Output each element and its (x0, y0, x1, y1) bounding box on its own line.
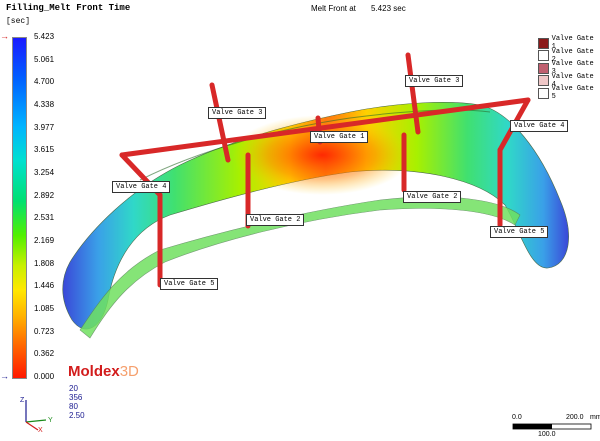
legend-swatch (538, 87, 549, 99)
colorbar-tick: 0.723 (34, 326, 55, 336)
legend-label: Valve Gate 3 (551, 60, 594, 77)
legend-item: Valve Gate 2 (538, 47, 600, 64)
legend-item: Valve Gate 1 (538, 35, 600, 52)
min-marker-icon: → (0, 371, 9, 381)
gate-label-g4a: Valve Gate 4 (112, 181, 171, 193)
moldex3d-logo: Moldex3D (68, 363, 139, 380)
gate-label-g2a: Valve Gate 2 (246, 214, 305, 226)
colorbar-tick: 2.892 (34, 190, 55, 200)
colorbar-tick: 0.000 (34, 372, 55, 381)
legend-swatch (538, 62, 549, 74)
view-value: 20 (69, 384, 78, 393)
logo-text-3d: 3D (119, 363, 139, 380)
scale-mid: 100.0 (538, 431, 556, 438)
melt-front-label: Melt Front at (311, 4, 356, 13)
colorbar-tick: 3.254 (34, 168, 55, 177)
colorbar-tick: 5.423 (34, 32, 55, 41)
colorbar-tick: 3.615 (34, 145, 55, 155)
colorbar-tick: 5.061 (34, 54, 55, 64)
colorbar-tick: 4.700 (34, 77, 55, 87)
legend-swatch (538, 37, 549, 49)
colorbar-unit: [sec] (6, 17, 31, 26)
legend-label: Valve Gate 2 (551, 47, 594, 64)
gate-label-g3a: Valve Gate 3 (208, 107, 267, 119)
axis-x-label: X (38, 427, 43, 432)
legend-label: Valve Gate 4 (551, 72, 594, 89)
legend-item: Valve Gate 4 (538, 72, 600, 89)
view-value: 356 (69, 393, 83, 402)
gate-label-g2b: Valve Gate 2 (403, 191, 462, 203)
colorbar-tick: 1.446 (34, 281, 55, 291)
legend-swatch (538, 50, 549, 62)
legend-label: Valve Gate 1 (551, 35, 594, 52)
colorbar-tick: 3.977 (34, 122, 55, 132)
colorbar-tick: 0.362 (34, 349, 55, 359)
result-title: Filling_Melt Front Time (6, 3, 131, 13)
axis-z-label: Z (20, 397, 25, 404)
view-value: 80 (69, 402, 78, 411)
colorbar-tick: 1.085 (34, 304, 55, 313)
logo-text-moldex: Moldex (68, 363, 120, 380)
scale-end: 200.0 (566, 414, 584, 421)
melt-front-value: 5.423 sec (371, 4, 406, 13)
legend-swatch (538, 75, 549, 87)
legend-label: Valve Gate 5 (551, 85, 594, 102)
axis-y-label: Y (48, 417, 53, 424)
runner-system (119, 52, 531, 288)
colorbar-tick: 2.169 (34, 236, 55, 245)
scale-start: 0.0 (512, 414, 522, 421)
gate-label-g5b: Valve Gate 5 (490, 226, 549, 238)
scale-unit: mm (590, 414, 600, 421)
view-parameters: 20 356 80 2.50 (69, 384, 85, 420)
view-value: 2.50 (69, 411, 85, 420)
gate-label-g4b: Valve Gate 4 (510, 120, 569, 132)
gate-label-g1: Valve Gate 1 (310, 131, 369, 143)
colorbar-tick: 1.808 (34, 258, 55, 268)
part-lower-lip (79, 196, 521, 339)
colorbar-tick: 4.338 (34, 100, 55, 109)
max-marker-icon: → (0, 31, 9, 41)
legend-item: Valve Gate 3 (538, 60, 600, 77)
gate-label-g3b: Valve Gate 3 (405, 75, 464, 87)
colorbar-tick: 2.531 (34, 213, 55, 223)
legend-item: Valve Gate 5 (538, 85, 600, 102)
color-scale-bar (12, 37, 27, 379)
axis-triad-icon: Z Y X (20, 397, 53, 432)
scale-bar (512, 423, 592, 430)
gate-label-g5a: Valve Gate 5 (160, 278, 219, 290)
